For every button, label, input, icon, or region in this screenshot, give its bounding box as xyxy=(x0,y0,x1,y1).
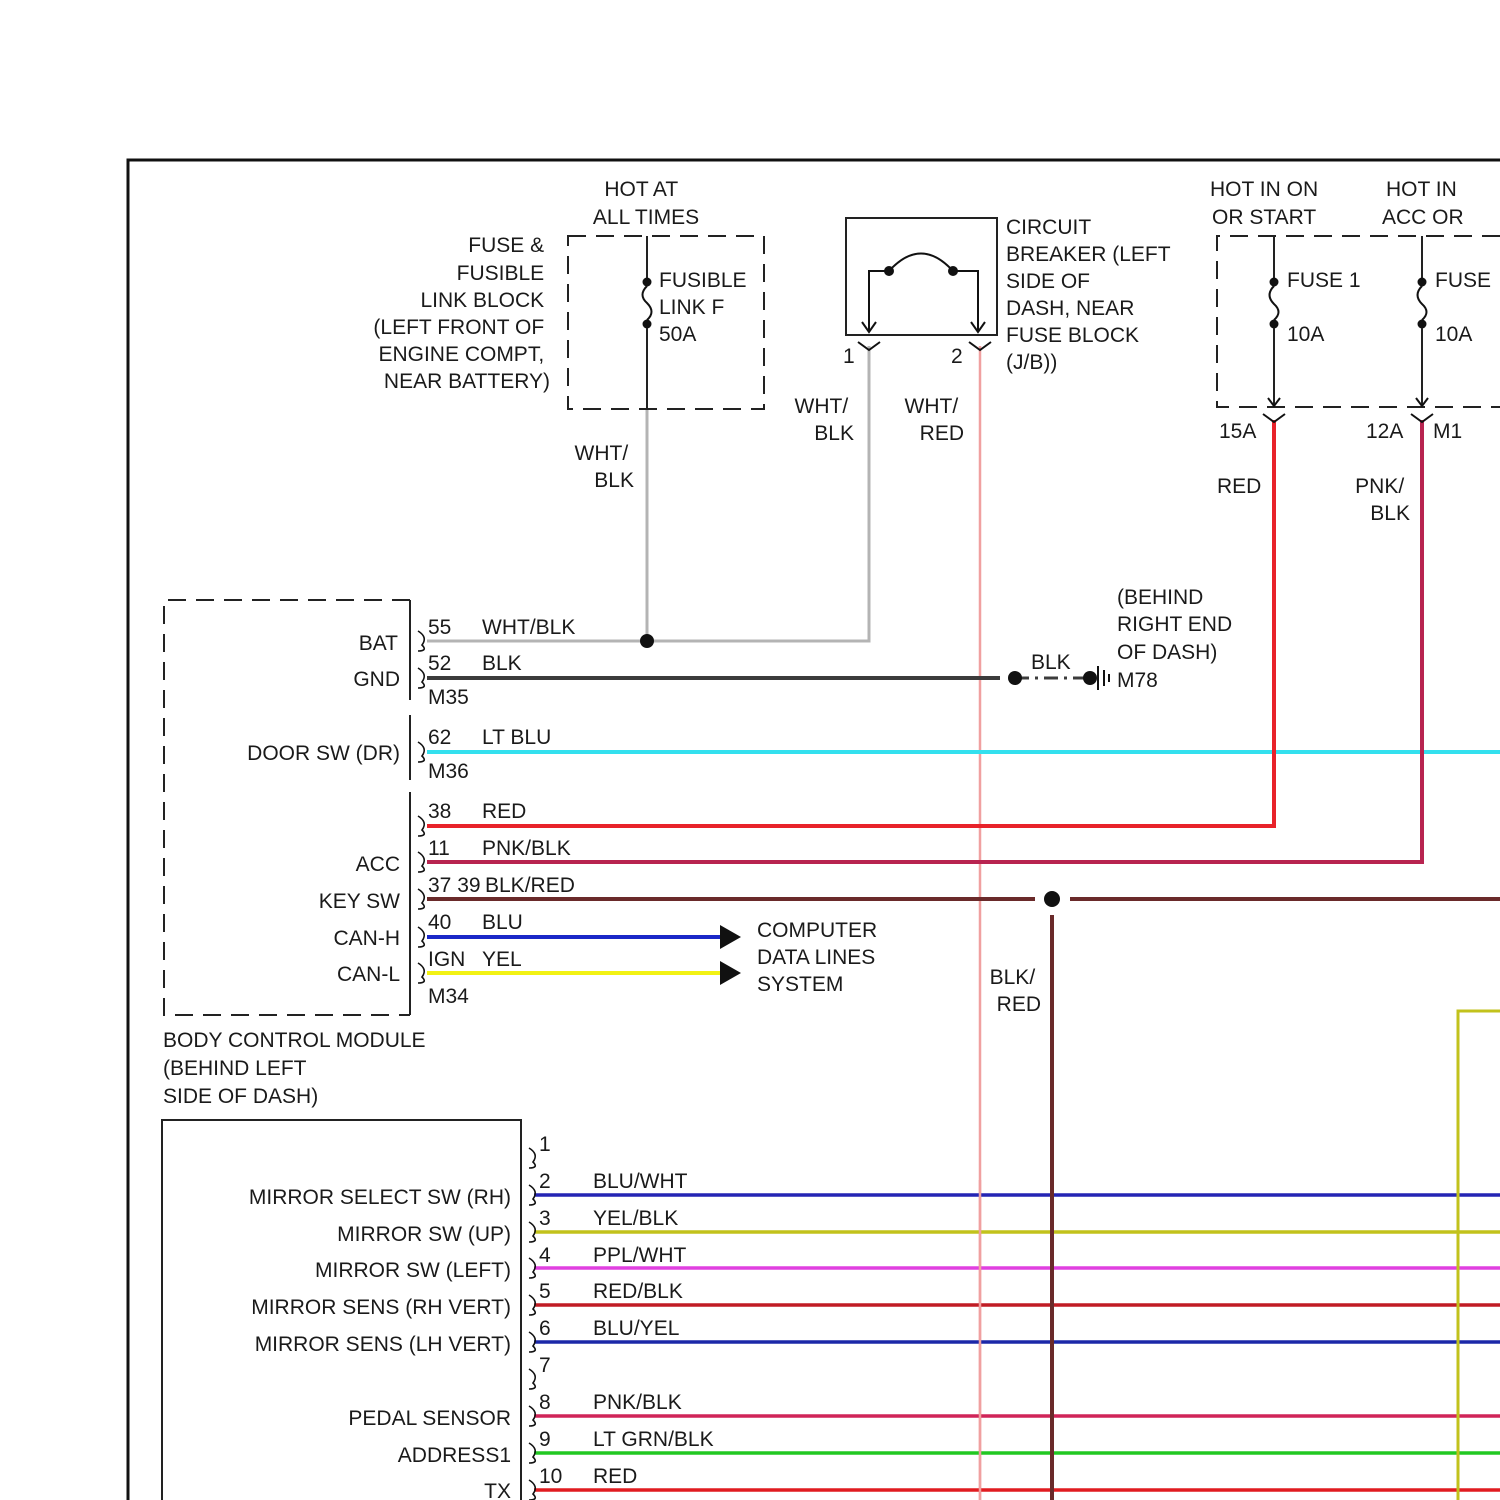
lower-wire-color: LT GRN/BLK xyxy=(593,1428,714,1451)
bcm-func-acc: ACC xyxy=(356,853,400,876)
bcm-wire-color: WHT/BLK xyxy=(482,616,575,639)
fuse-connector-icon xyxy=(1263,414,1433,422)
wht-blk-feed-label: WHT/ BLK xyxy=(575,442,635,492)
computer-data-lines-label: COMPUTER DATA LINES SYSTEM xyxy=(757,919,883,996)
cb-pin-2: 2 xyxy=(951,345,963,368)
bcm-func-can-l: CAN-L xyxy=(337,963,400,986)
bcm-func-gnd: GND xyxy=(353,668,400,691)
lower-pin: 3 xyxy=(539,1207,551,1230)
fuse-1-icon xyxy=(1268,236,1280,406)
ground-wire-label: BLK xyxy=(1031,651,1071,674)
bcm-wire-color: YEL xyxy=(482,948,522,971)
lower-func-label: PEDAL SENSOR xyxy=(348,1407,511,1430)
can-h-arrow-icon xyxy=(720,925,741,949)
lower-pin: 6 xyxy=(539,1317,551,1340)
lower-wire-color: BLU/WHT xyxy=(593,1170,688,1193)
circuit-breaker-icon xyxy=(862,254,985,333)
lower-wire-color: BLU/YEL xyxy=(593,1317,679,1340)
lower-pin: 8 xyxy=(539,1391,551,1414)
hot-at-all-times-label: HOT AT ALL TIMES xyxy=(593,178,699,229)
fusible-link-label: FUSIBLE LINK F 50A xyxy=(659,269,752,346)
wire-red-feed-label: RED xyxy=(1217,475,1261,498)
bcm-pin: 52 xyxy=(428,652,451,675)
hot-in-on-label: HOT IN ON OR START xyxy=(1210,178,1324,229)
lower-pin: 9 xyxy=(539,1428,551,1451)
bcm-wire-color: RED xyxy=(482,800,526,823)
lower-wire-color: RED/BLK xyxy=(593,1280,683,1303)
lower-func-label: ADDRESS1 xyxy=(398,1444,511,1467)
ground-icon xyxy=(1098,666,1109,690)
bcm-pin: 62 xyxy=(428,726,451,749)
bcm-pin: 55 xyxy=(428,616,451,639)
jb-fuse-outline xyxy=(1217,236,1500,407)
lower-wire-color: PPL/WHT xyxy=(593,1244,687,1267)
bcm-wire-color: BLK/RED xyxy=(485,874,575,897)
bcm-outline xyxy=(164,600,410,1015)
cb-wire1-label: WHT/ BLK xyxy=(795,395,855,445)
lower-wire-color: YEL/BLK xyxy=(593,1207,678,1230)
bcm-connector-m34: M34 xyxy=(428,985,469,1008)
bcm-wire-color: PNK/BLK xyxy=(482,837,571,860)
lower-func-label: MIRROR SENS (RH VERT) xyxy=(251,1296,511,1319)
bcm-func-bat: BAT xyxy=(359,632,398,655)
fusible-link-icon xyxy=(643,278,652,329)
bcm-pin: IGN xyxy=(428,948,465,971)
lower-pin-brackets-icon xyxy=(529,1148,535,1500)
ground-connector-label: M78 xyxy=(1117,669,1158,692)
cb-pin-1: 1 xyxy=(843,345,855,368)
ground-point xyxy=(1083,671,1097,685)
lower-func-label: MIRROR SW (LEFT) xyxy=(315,1259,511,1282)
bcm-func-door-sw: DOOR SW (DR) xyxy=(247,742,400,765)
bcm-wire-color: BLK xyxy=(482,652,522,675)
wire-yel-branch xyxy=(1458,1011,1500,1500)
fuse-2-rating: 10A xyxy=(1435,323,1472,346)
lower-pin: 5 xyxy=(539,1280,551,1303)
fuse-2-name: FUSE xyxy=(1435,269,1491,292)
lower-func-label: MIRROR SENS (LH VERT) xyxy=(255,1333,511,1356)
connector-m1: M1 xyxy=(1433,420,1462,443)
lower-pin: 4 xyxy=(539,1244,551,1267)
fuse-2-icon xyxy=(1416,236,1428,406)
lower-wire-color: PNK/BLK xyxy=(593,1391,682,1414)
bcm-pin: 38 xyxy=(428,800,451,823)
bcm-wire-color: BLU xyxy=(482,911,523,934)
bcm-connector-m35: M35 xyxy=(428,686,469,709)
circuit-breaker-label: CIRCUIT BREAKER (LEFT SIDE OF DASH, NEAR… xyxy=(1006,216,1176,374)
fuse-1-name: FUSE 1 xyxy=(1287,269,1361,292)
bcm-func-key-sw: KEY SW xyxy=(319,890,400,913)
lower-pin: 7 xyxy=(539,1354,551,1377)
fuse-block-label: FUSE & FUSIBLE LINK BLOCK (LEFT FRONT OF… xyxy=(373,234,550,393)
lower-pin: 10 xyxy=(539,1465,562,1488)
lower-func-label: TX xyxy=(484,1480,511,1500)
lower-func-label: MIRROR SW (UP) xyxy=(337,1223,511,1246)
splice-blk xyxy=(1008,671,1022,685)
lower-func-label: MIRROR SELECT SW (RH) xyxy=(249,1186,511,1209)
splice-blk-red xyxy=(1044,891,1060,907)
bcm-pin: 11 xyxy=(428,837,450,860)
can-l-arrow-icon xyxy=(720,961,741,985)
lower-pin: 2 xyxy=(539,1170,551,1193)
bcm-connector-m36: M36 xyxy=(428,760,469,783)
cb-wire2-label: WHT/ RED xyxy=(905,395,965,445)
bcm-wire-color: LT BLU xyxy=(482,726,551,749)
lower-pin: 1 xyxy=(539,1133,551,1156)
pin-12a: 12A xyxy=(1366,420,1403,443)
bcm-title: BODY CONTROL MODULE (BEHIND LEFT SIDE OF… xyxy=(163,1029,431,1108)
bcm-func-can-h: CAN-H xyxy=(334,927,401,950)
bcm-pin-brackets-icon xyxy=(418,631,424,983)
bcm-pin: 40 xyxy=(428,911,451,934)
pin-15a: 15A xyxy=(1219,420,1256,443)
ground-location-label: (BEHIND RIGHT END OF DASH) xyxy=(1117,586,1238,664)
wire-pnk-feed-label: PNK/ BLK xyxy=(1355,475,1410,525)
bcm-pin: 37 39 xyxy=(428,874,481,897)
blk-red-drop-label: BLK/ RED xyxy=(990,966,1041,1016)
cb-connector-icon xyxy=(858,342,991,350)
hot-in-acc-label: HOT IN ACC OR xyxy=(1382,178,1464,229)
fuse-1-rating: 10A xyxy=(1287,323,1324,346)
splice-wht-blk xyxy=(640,634,654,648)
lower-wire-color: RED xyxy=(593,1465,637,1488)
